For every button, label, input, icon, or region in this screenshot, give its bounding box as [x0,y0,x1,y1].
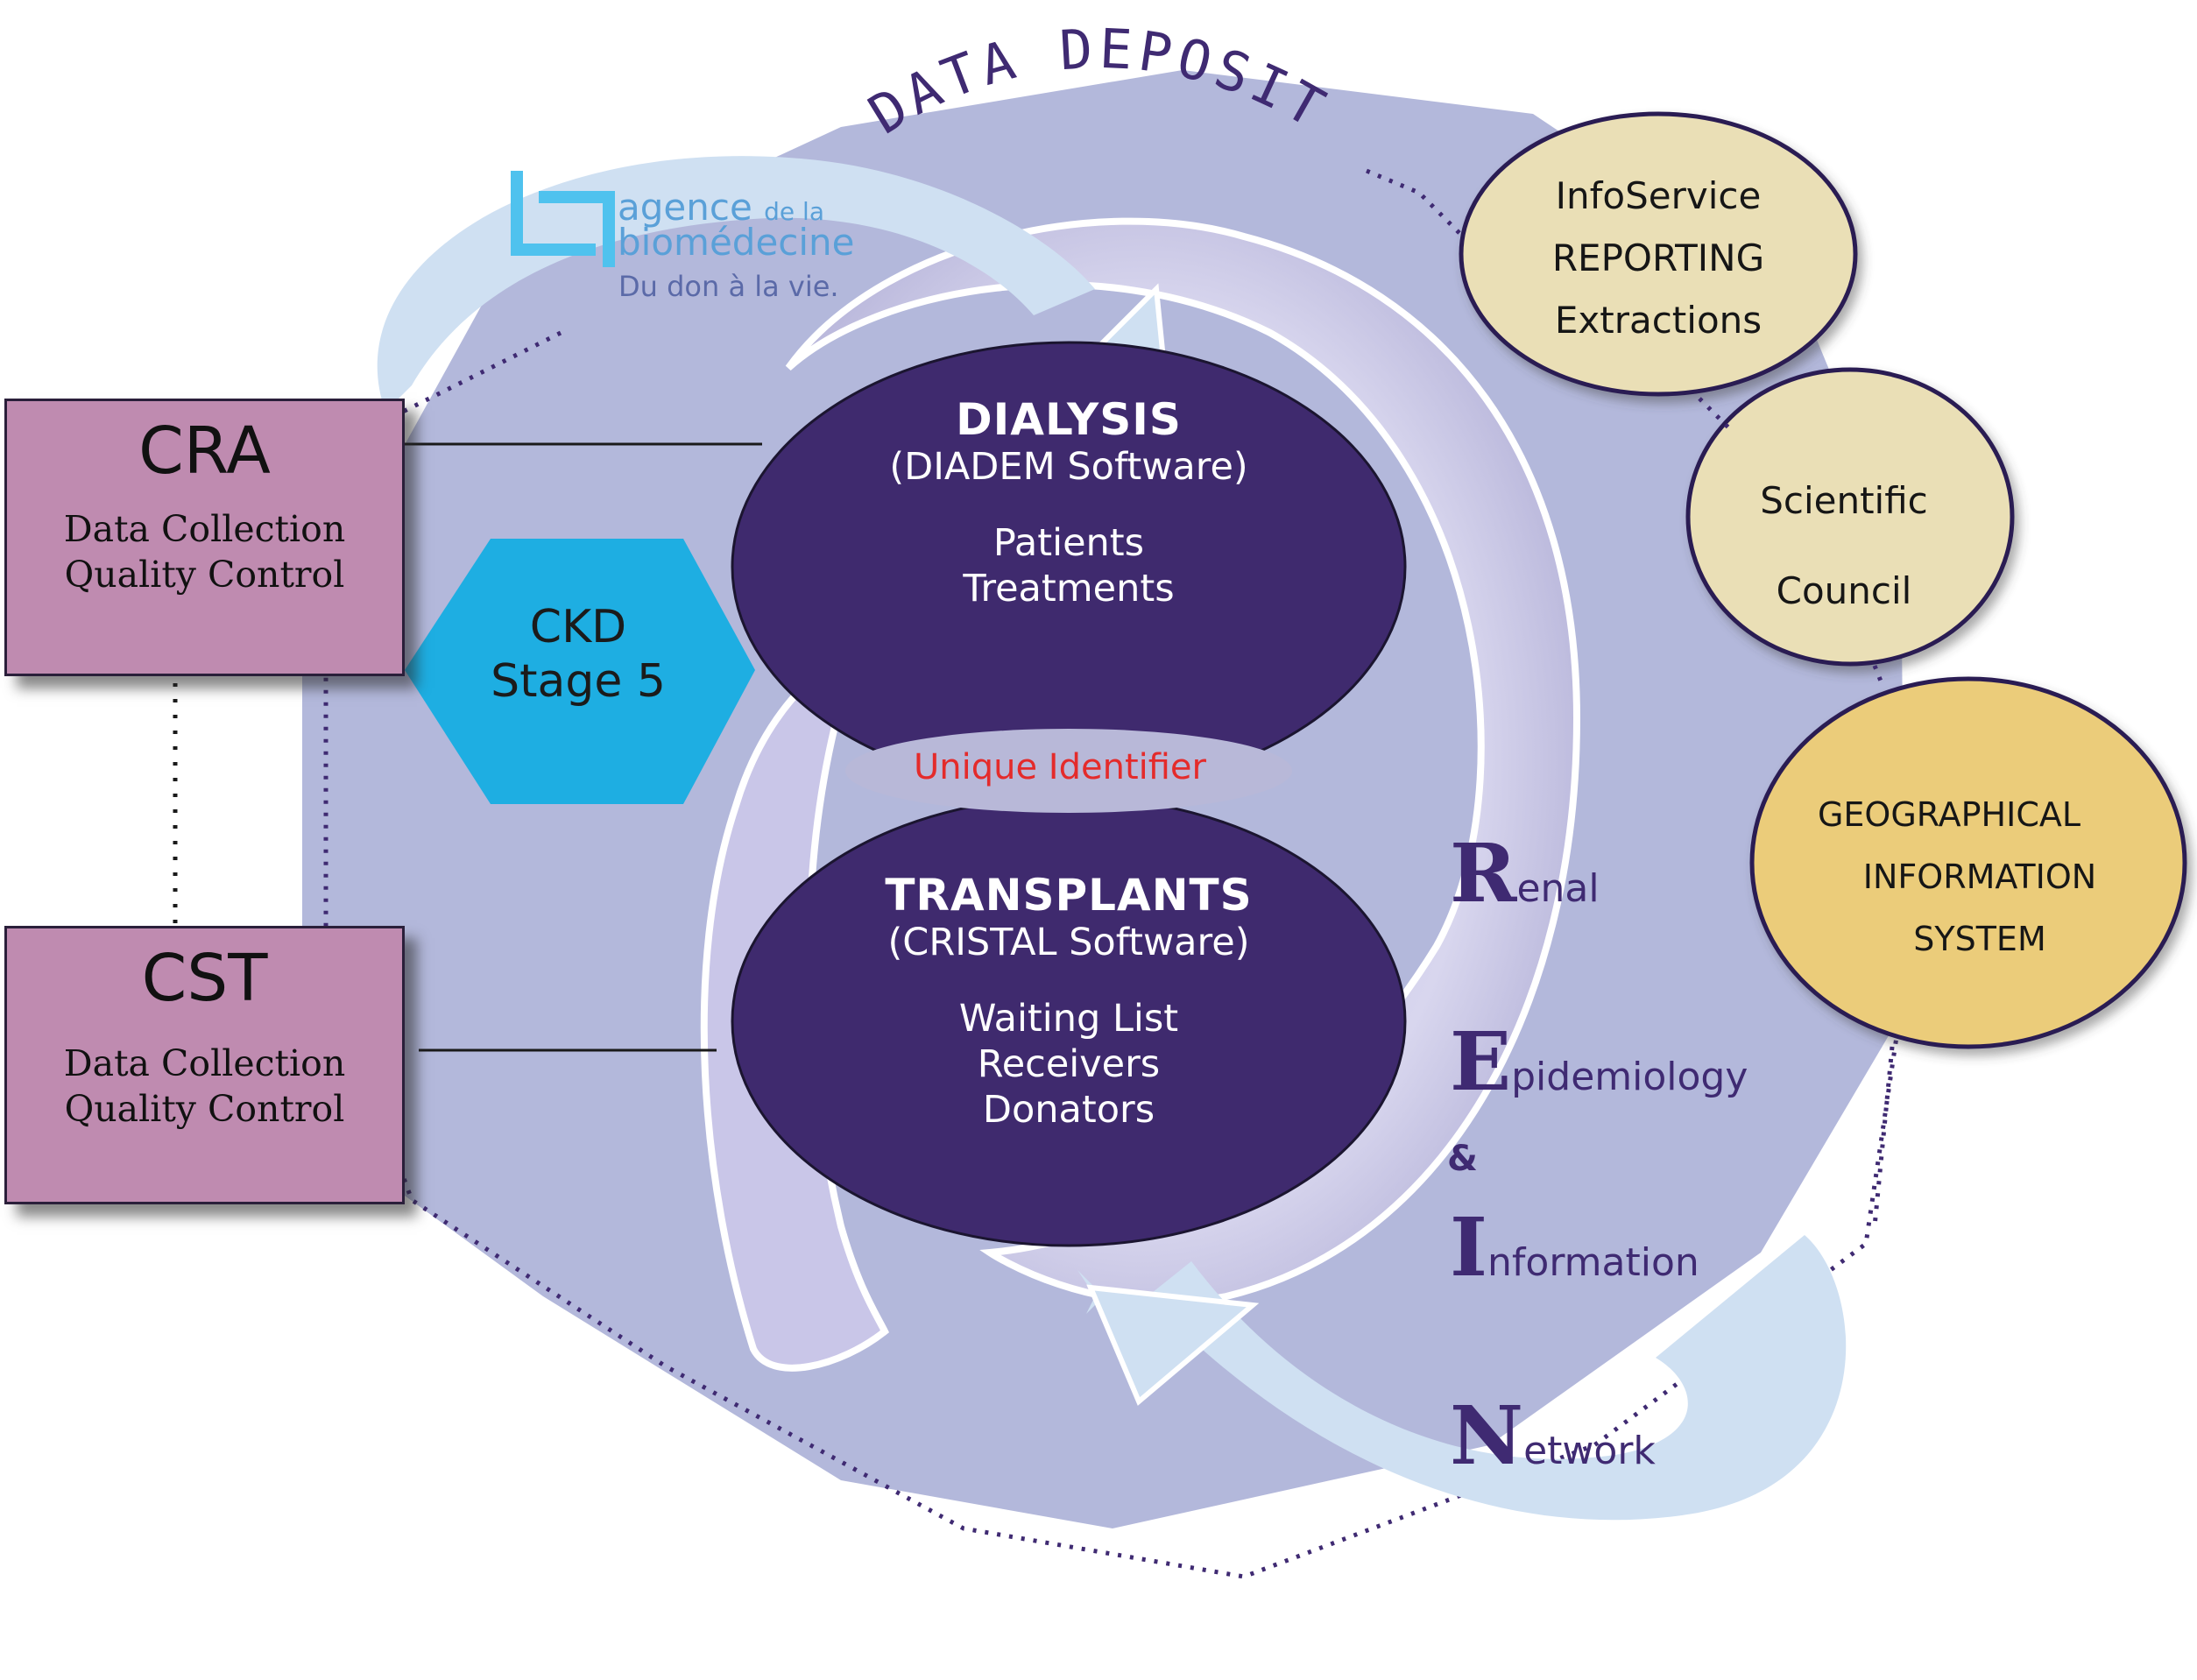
dialysis-text: DIALYSIS (DIADEM Software) Patients Trea… [788,394,1349,611]
rein-e-rest: pidemiology [1511,1055,1748,1099]
logo-line1: agence de la [618,186,824,229]
ckd-line2: Stage 5 [491,655,666,708]
rein-information: Information [1450,1200,1699,1295]
rein-n-rest: etwork [1523,1429,1656,1473]
dotted-link-3 [1872,1046,1895,1227]
overlap-lens-fill [845,729,1292,813]
geo-circle [1749,676,2187,1049]
rein-ampersand: & [1447,1139,1478,1179]
geo-line1: GEOGRAPHICAL [1817,795,2081,834]
dialysis-item1: Patients [993,521,1145,565]
cst-line1: Data Collection [63,1042,346,1084]
logo-biomedecine: biomédecine [618,221,855,264]
cra-box: CRA Data Collection Quality Control [4,399,405,676]
scientific-text: Scientific Council [1691,455,1997,636]
transplants-text: TRANSPLANTS (CRISTAL Software) Waiting L… [788,870,1349,1133]
transplants-title: TRANSPLANTS [885,870,1253,921]
rein-n-letter: N [1450,1388,1524,1483]
dialysis-title: DIALYSIS [956,394,1182,445]
cst-box: CST Data Collection Quality Control [4,926,405,1204]
scientific-line1: Scientific [1760,479,1928,522]
top-arrow-band [377,156,1096,412]
rein-renal: Renal [1450,826,1600,921]
infoservice-line3: Extractions [1554,299,1763,342]
ckd-label: CKD Stage 5 [456,600,701,709]
logo-icon [511,171,615,267]
ckd-hexagon [405,539,755,804]
dialysis-item2: Treatments [963,567,1175,611]
bottom-arrow-tip [1086,1284,1260,1406]
rein-network: Network [1450,1388,1656,1483]
cra-title: CRA [138,413,271,489]
scientific-circle [1685,367,2015,667]
logo-agence: agence [618,186,752,229]
unique-identifier-label: Unique Identifier [913,747,1206,787]
logo-de-la: de la [764,197,824,226]
dialysis-software: (DIADEM Software) [889,445,1248,489]
rein-epidemiology: Epidemiology [1450,1014,1748,1109]
cst-line2: Quality Control [64,1088,345,1130]
infoservice-text: InfoService REPORTING Extractions [1461,165,1855,351]
geo-line2: INFORMATION [1862,858,2097,896]
rein-r-rest: enal [1516,866,1600,911]
geo-text: GEOGRAPHICAL INFORMATION SYSTEM [1770,784,2190,971]
logo-tagline: Du don à la vie. [618,270,839,303]
scientific-line2: Council [1776,569,1912,612]
cra-line1: Data Collection [63,508,346,550]
transplants-software: (CRISTAL Software) [887,921,1250,964]
geo-line3: SYSTEM [1913,920,2046,958]
ckd-line1: CKD [529,601,627,653]
transplants-item2: Receivers [977,1042,1161,1086]
bottom-arrow-band [1148,1235,1847,1521]
transplants-item3: Donators [982,1088,1155,1132]
cst-title: CST [141,941,268,1016]
infoservice-circle [1459,111,1858,397]
rein-i-rest: nformation [1487,1240,1699,1285]
infoservice-line1: InfoService [1555,174,1762,217]
infoservice-line2: REPORTING [1551,236,1765,279]
rein-r-letter: R [1450,826,1517,921]
rein-i-letter: I [1450,1200,1488,1295]
transplants-item1: Waiting List [958,997,1179,1041]
cra-line2: Quality Control [64,554,345,596]
rein-e-letter: E [1450,1014,1512,1109]
